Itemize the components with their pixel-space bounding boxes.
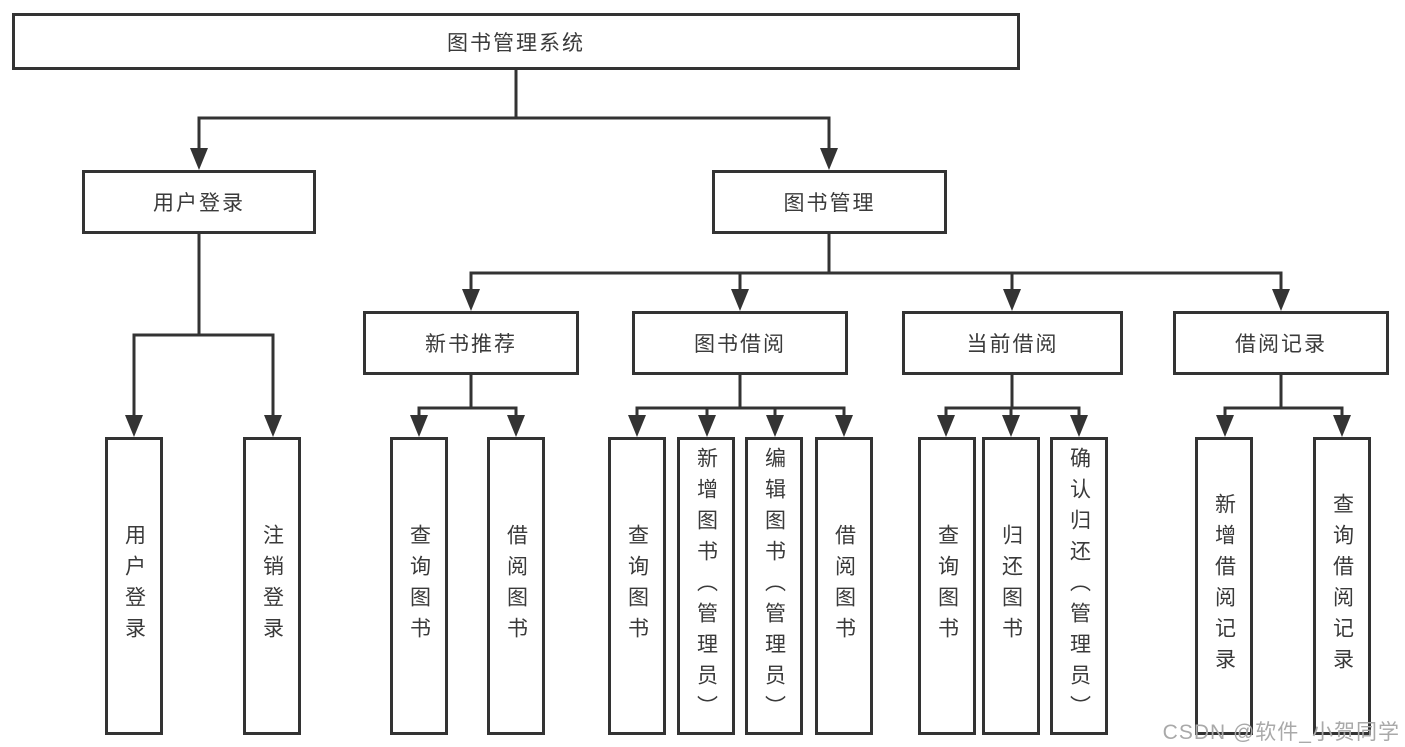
node-library-management-system: 图书管理系统 [12, 13, 1020, 70]
node-label: 新书推荐 [425, 333, 517, 356]
connector-mgmt-branch [469, 234, 1283, 297]
node-label: 图书管理 [783, 192, 876, 215]
connector-records-branch [1223, 375, 1344, 423]
node-user-login: 用户登录 [82, 170, 316, 234]
connector-root-drops [197, 118, 831, 156]
node-leaf-edit-books-admin: 编辑图书（管理员） [745, 437, 803, 735]
node-label: 查询图书 [935, 524, 959, 648]
node-new-book-recommendation: 新书推荐 [363, 311, 579, 375]
node-leaf-query-books-borrowing: 查询图书 [608, 437, 666, 735]
node-leaf-add-borrow-record: 新增借阅记录 [1195, 437, 1253, 735]
node-leaf-query-books-recommend: 查询图书 [390, 437, 448, 735]
node-leaf-user-login: 用户登录 [105, 437, 163, 735]
node-label: 图书管理系统 [447, 31, 585, 55]
connector-user-branch [132, 234, 275, 423]
node-label: 归还图书 [999, 524, 1023, 648]
node-book-borrowing: 图书借阅 [632, 311, 848, 375]
node-leaf-return-books: 归还图书 [982, 437, 1040, 735]
node-label: 图书借阅 [694, 333, 786, 356]
node-label: 用户登录 [153, 192, 245, 215]
node-label: 注销登录 [260, 524, 284, 648]
connector-newbook-branch [417, 375, 518, 423]
node-label: 借阅图书 [504, 524, 528, 648]
node-label: 当前借阅 [966, 333, 1059, 356]
node-leaf-borrow-books-recommend: 借阅图书 [487, 437, 545, 735]
node-leaf-query-borrow-record: 查询借阅记录 [1313, 437, 1371, 735]
node-label: 用户登录 [122, 524, 146, 648]
node-current-borrowing: 当前借阅 [902, 311, 1123, 375]
arrowheads [125, 148, 1351, 437]
node-label: 查询图书 [407, 524, 431, 648]
node-label: 新增借阅记录 [1212, 493, 1236, 679]
node-leaf-borrow-books-borrowing: 借阅图书 [815, 437, 873, 735]
node-label: 确认归还（管理员） [1067, 446, 1091, 726]
csdn-watermark: CSDN @软件_小贺同学 [1162, 721, 1400, 744]
node-label: 编辑图书（管理员） [762, 446, 786, 726]
node-leaf-logout: 注销登录 [243, 437, 301, 735]
node-label: 查询借阅记录 [1330, 493, 1354, 679]
node-borrowing-records: 借阅记录 [1173, 311, 1389, 375]
connector-borrowing-branch [635, 375, 846, 423]
node-leaf-query-books-current: 查询图书 [918, 437, 976, 735]
node-label: 查询图书 [625, 524, 649, 648]
node-leaf-confirm-return-admin: 确认归还（管理员） [1050, 437, 1108, 735]
node-book-management: 图书管理 [712, 170, 947, 234]
node-label: 借阅图书 [832, 524, 856, 648]
node-leaf-add-books-admin: 新增图书（管理员） [677, 437, 735, 735]
node-label: 新增图书（管理员） [694, 446, 718, 726]
node-label: 借阅记录 [1235, 333, 1327, 356]
